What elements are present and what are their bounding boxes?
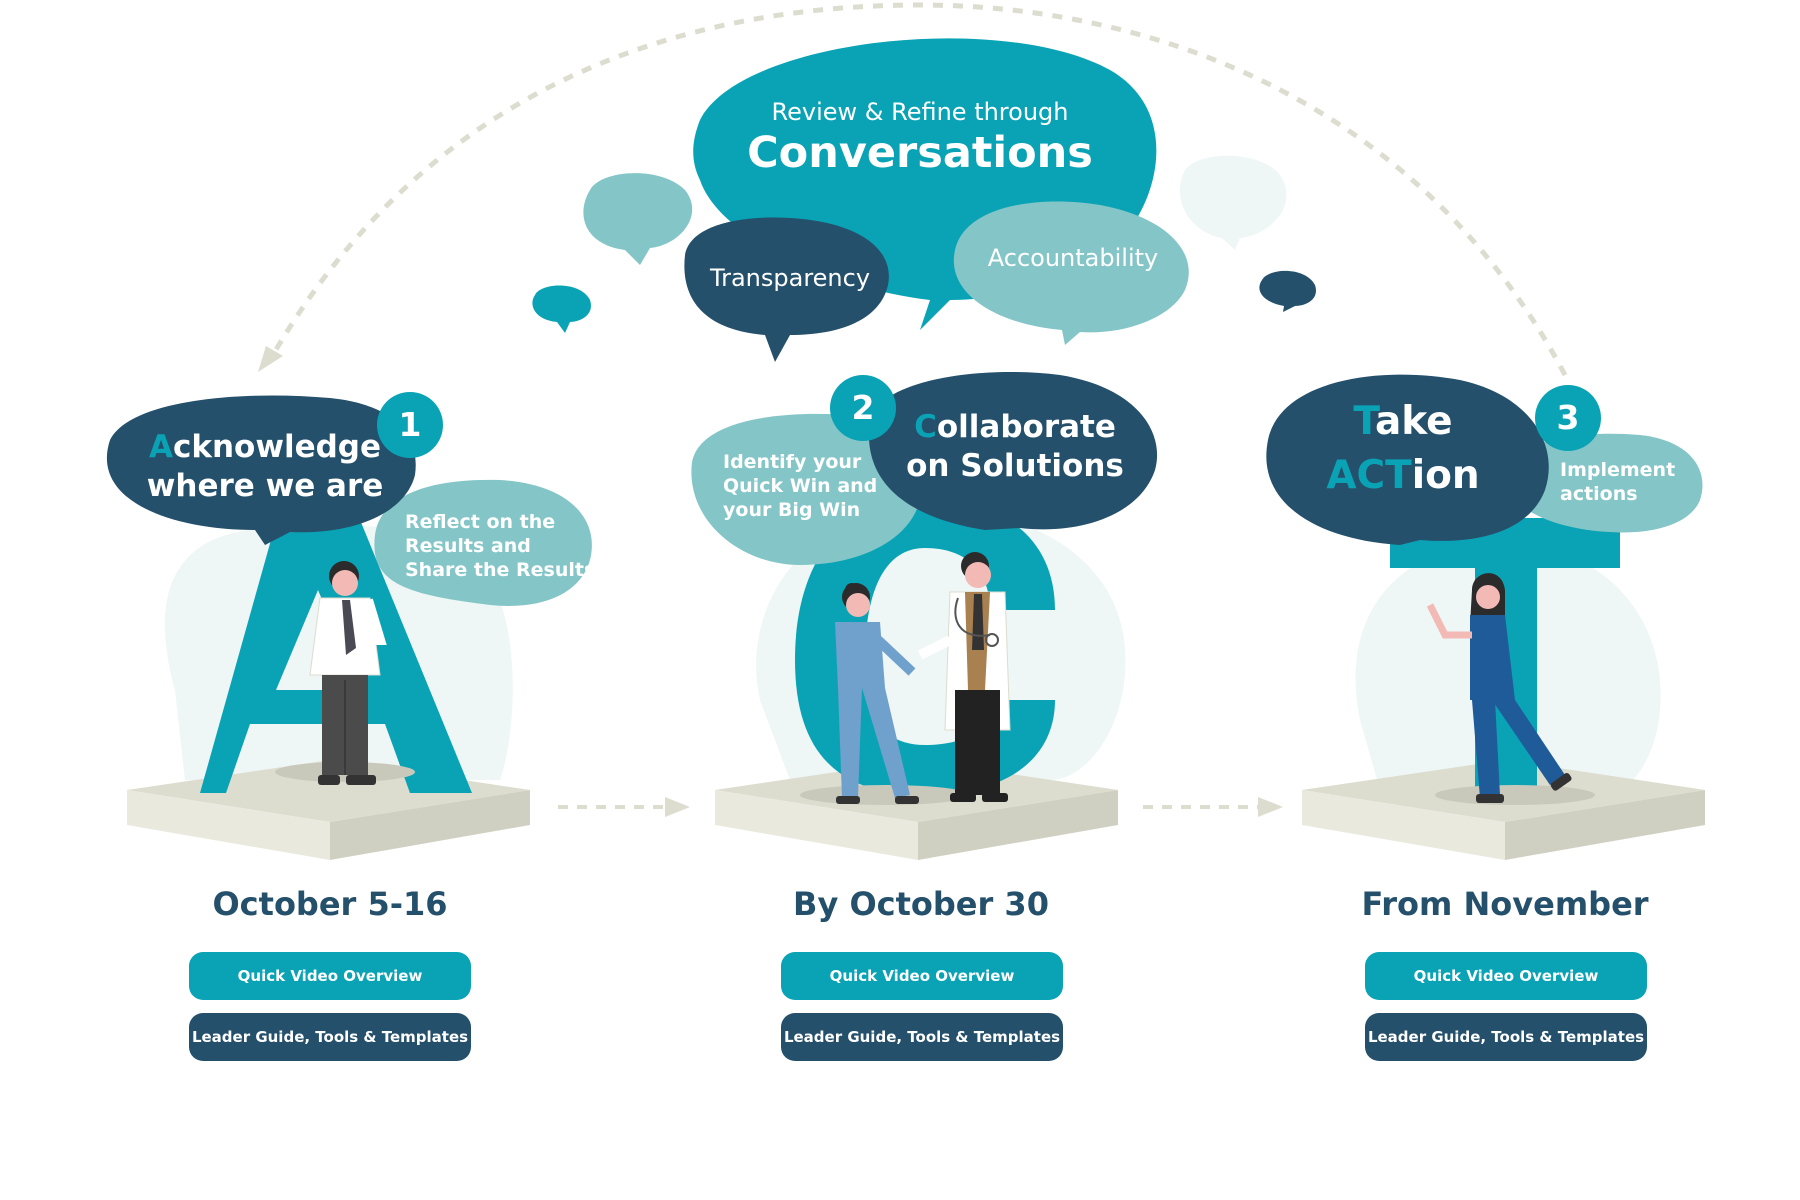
step1-subtext-line: Share the Results <box>405 559 596 581</box>
step2-subtext-line: Identify your <box>723 451 862 473</box>
step3-number: 3 <box>1556 398 1580 437</box>
step1-quick-video-button[interactable]: Quick Video Overview <box>189 952 471 1000</box>
step2-number: 2 <box>851 388 875 427</box>
step2-heading: Collaborate on Solutions <box>880 408 1150 486</box>
step1-sub-bubble-shape <box>374 479 592 606</box>
accountability-bubble-shape <box>953 201 1189 345</box>
step2-sub-bubble-shape <box>691 413 923 565</box>
step1-heading-initial: A <box>148 429 173 465</box>
center-bubble-title: Conversations <box>747 128 1093 178</box>
step2-subtext-line: Quick Win and <box>723 475 878 497</box>
step3-subtext-line: actions <box>1560 483 1638 505</box>
step2-head-bubble-shape <box>868 372 1158 530</box>
arc-arrowhead <box>258 346 283 372</box>
person-woman-illustration <box>1426 573 1595 805</box>
step1-date: October 5-16 <box>212 885 448 923</box>
step3-sub-bubble-shape <box>1504 433 1703 533</box>
step2-subtext: Identify your Quick Win and your Big Win <box>723 450 903 522</box>
person-doctor-illustration <box>917 552 1011 802</box>
step1-number: 1 <box>398 405 422 444</box>
person-man-illustration <box>275 561 415 785</box>
step3-leader-guide-button[interactable]: Leader Guide, Tools & Templates <box>1365 1013 1647 1061</box>
step1-number-badge <box>377 392 443 458</box>
step2-quick-video-button[interactable]: Quick Video Overview <box>781 952 1063 1000</box>
bubble-light-left <box>583 173 693 265</box>
step3-number-badge <box>1535 385 1601 451</box>
step3-subtext-line: Implement <box>1560 459 1676 481</box>
transparency-bubble-shape <box>684 217 889 362</box>
step3-head-bubble-shape <box>1266 374 1549 545</box>
step1-subtext-line: Reflect on the <box>405 511 556 533</box>
feedback-arc <box>267 2 1568 377</box>
transparency-label: Transparency <box>709 264 871 292</box>
bubble-small-teal <box>532 285 591 333</box>
step1-subtext-line: Results and <box>405 535 531 557</box>
step2-heading-line2: on Solutions <box>906 448 1124 484</box>
step3-heading-line2: ion <box>1411 453 1480 498</box>
bubble-pale-right <box>1179 155 1287 250</box>
step1-heading: Acknowledge where we are <box>120 428 410 506</box>
step3-quick-video-button[interactable]: Quick Video Overview <box>1365 952 1647 1000</box>
person-nurse-illustration <box>800 583 970 805</box>
step3-heading-highlight: ACT <box>1326 453 1412 498</box>
step2-leader-guide-button[interactable]: Leader Guide, Tools & Templates <box>781 1013 1063 1061</box>
accountability-label: Accountability <box>987 244 1159 272</box>
step3-subtext: Implement actions <box>1560 458 1700 506</box>
step3-heading: Take ACTion <box>1283 395 1523 503</box>
bubble-small-navy <box>1259 270 1316 312</box>
step3-heading-line1: ake <box>1374 399 1453 444</box>
step2-subtext-line: your Big Win <box>723 499 861 521</box>
center-bubble-subtitle: Review & Refine through <box>771 98 1069 126</box>
step1-leader-guide-button[interactable]: Leader Guide, Tools & Templates <box>189 1013 471 1061</box>
step1-subtext: Reflect on the Results and Share the Res… <box>405 510 605 582</box>
step2-date: By October 30 <box>793 885 1049 923</box>
step1-heading-line2: where we are <box>146 468 384 504</box>
step2-heading-initial: C <box>914 409 937 445</box>
step2-heading-line1: ollaborate <box>936 409 1116 445</box>
step1-head-bubble-shape <box>106 395 416 545</box>
step3-heading-initial: T <box>1353 399 1375 444</box>
step3-date: From November <box>1361 885 1649 923</box>
step2-number-badge <box>830 375 896 441</box>
step1-heading-line1: cknowledge <box>172 429 382 465</box>
